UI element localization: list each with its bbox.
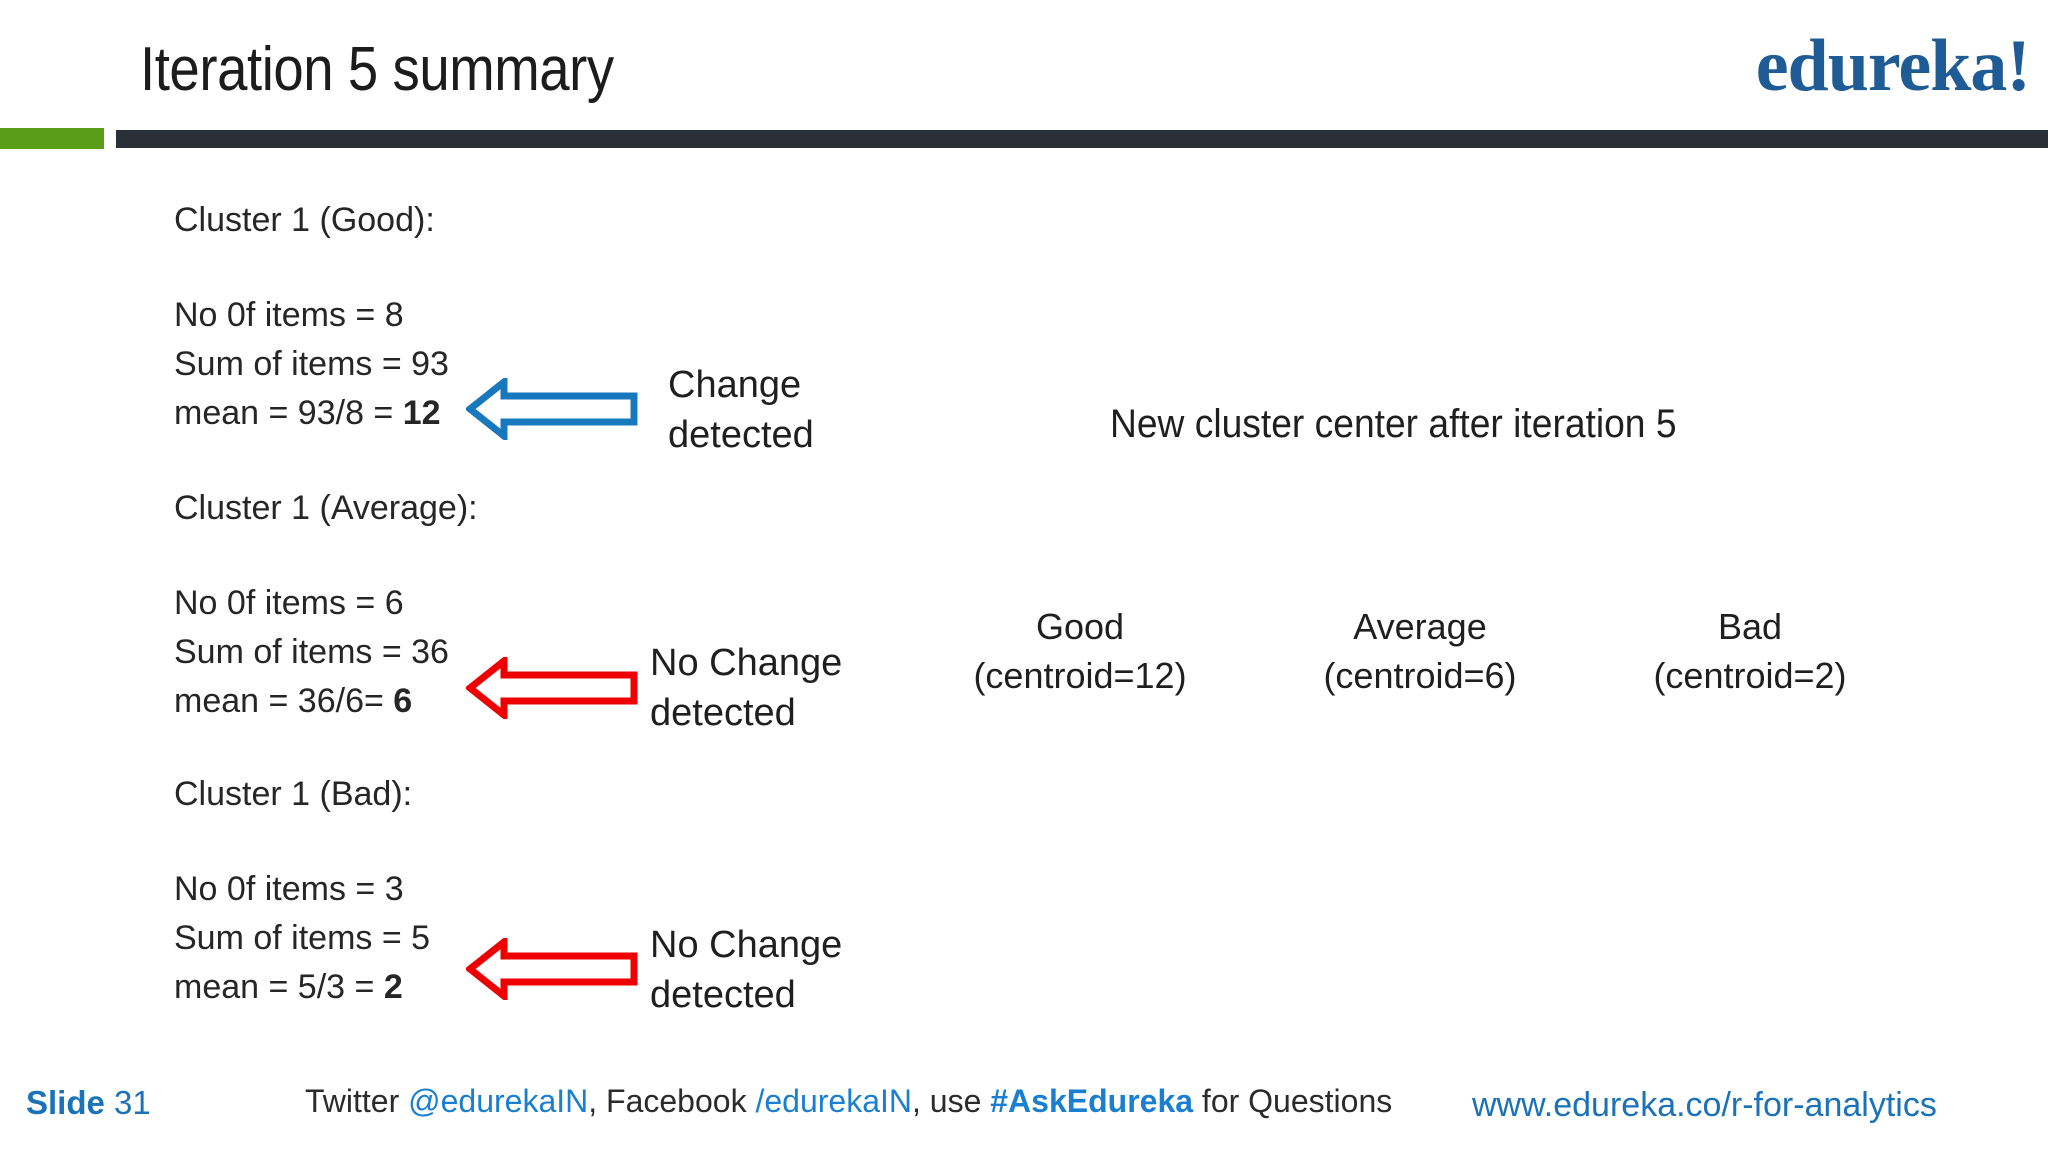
centroid-column-good: Good (centroid=12)	[930, 602, 1230, 700]
green-accent-bar	[0, 128, 104, 149]
cluster-bad-mean-value: 2	[383, 968, 403, 1006]
cluster-bad-block: Cluster 1 (Bad): No 0f items = 3 Sum of …	[174, 770, 430, 1012]
change-note-average-line1: No Change	[650, 642, 843, 684]
cluster-bad-count: No 0f items = 3	[174, 870, 404, 908]
cluster-good-sum: Sum of items = 93	[174, 345, 449, 383]
cluster-good-mean-value: 12	[402, 394, 441, 432]
slide-number: 31	[114, 1084, 151, 1121]
change-arrow-average-icon	[466, 657, 638, 719]
edureka-logo: edureka!	[1755, 25, 2031, 107]
cluster-bad-mean: mean = 5/3 = 2	[174, 963, 430, 1012]
page-title: Iteration 5 summary	[140, 35, 614, 104]
header-divider-bar	[116, 130, 2048, 148]
social-footer: Twitter @edurekaIN, Facebook /edurekaIN,…	[305, 1081, 1392, 1121]
cluster-average-mean-value: 6	[393, 682, 413, 720]
cluster-average-count: No 0f items = 6	[174, 584, 404, 622]
cluster-good-count: No 0f items = 8	[174, 296, 404, 334]
cluster-bad-mean-prefix: mean = 5/3 =	[174, 968, 384, 1006]
change-note-good-line2: detected	[668, 414, 814, 456]
change-note-average-line2: detected	[650, 692, 796, 734]
cluster-average-block: Cluster 1 (Average): No 0f items = 6 Sum…	[174, 484, 478, 726]
slide-number-footer: Slide 31	[26, 1083, 151, 1123]
cluster-average-mean-prefix: mean = 36/6=	[174, 682, 394, 720]
change-arrow-good-icon	[466, 378, 638, 440]
cluster-average-heading: Cluster 1 (Average):	[174, 489, 478, 527]
centroid-good-name: Good	[1035, 606, 1125, 647]
change-note-bad: No Change detected	[650, 920, 842, 1020]
social-use: , use	[911, 1083, 991, 1119]
cluster-average-sum: Sum of items = 36	[174, 633, 449, 671]
cluster-bad-heading: Cluster 1 (Bad):	[174, 775, 413, 813]
social-prefix: Twitter	[305, 1083, 409, 1119]
centroid-bad-name: Bad	[1717, 606, 1783, 647]
change-note-average: No Change detected	[650, 638, 842, 738]
slide-label: Slide	[26, 1084, 105, 1121]
new-cluster-center-heading: New cluster center after iteration 5	[1110, 402, 1677, 446]
centroid-average-name: Average	[1353, 606, 1487, 647]
hashtag-askedureka[interactable]: #AskEdureka	[990, 1083, 1194, 1119]
facebook-handle-link[interactable]: /edurekaIN	[755, 1083, 912, 1119]
cluster-average-mean: mean = 36/6= 6	[174, 677, 478, 726]
centroid-bad-value: (centroid=2)	[1653, 655, 1847, 696]
social-mid: , Facebook	[588, 1083, 756, 1119]
centroid-column-average: Average (centroid=6)	[1270, 602, 1570, 700]
change-arrow-bad-icon	[466, 938, 638, 1000]
change-note-good: Change detected	[668, 360, 814, 460]
change-note-good-line1: Change	[668, 364, 802, 406]
course-url-link[interactable]: www.edureka.co/r-for-analytics	[1472, 1086, 1937, 1124]
twitter-handle-link[interactable]: @edurekaIN	[408, 1083, 589, 1119]
cluster-good-mean: mean = 93/8 = 12	[174, 389, 449, 438]
change-note-bad-line1: No Change	[650, 924, 843, 966]
centroid-average-value: (centroid=6)	[1323, 655, 1517, 696]
cluster-good-block: Cluster 1 (Good): No 0f items = 8 Sum of…	[174, 196, 449, 438]
centroid-column-bad: Bad (centroid=2)	[1600, 602, 1900, 700]
cluster-bad-sum: Sum of items = 5	[174, 919, 431, 957]
centroid-good-value: (centroid=12)	[973, 655, 1187, 696]
social-suffix: for Questions	[1193, 1083, 1393, 1119]
cluster-good-heading: Cluster 1 (Good):	[174, 201, 435, 239]
change-note-bad-line2: detected	[650, 974, 796, 1016]
cluster-good-mean-prefix: mean = 93/8 =	[174, 394, 403, 432]
